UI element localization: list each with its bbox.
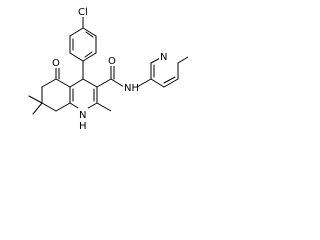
amide-nitrogen-label: NH [124, 83, 139, 94]
molecule-diagram: Cl O O NH N N H [28, 4, 189, 132]
amide-bonds [96, 65, 152, 88]
chlorine-label: Cl [78, 7, 88, 18]
cyclohexenone-ring [41, 78, 71, 112]
pyridine-methyl-bond [177, 56, 189, 64]
ring-nitrogen-label: N [79, 110, 86, 121]
amide-oxygen-label: O [108, 56, 116, 67]
pyridine-nitrogen-label: N [160, 52, 167, 63]
methylpyridine-ring [150, 55, 179, 88]
dihydropyridine-ring [69, 78, 98, 112]
gem-dimethyl-bonds [28, 95, 43, 115]
ketone-bond [55, 67, 60, 80]
c2-methyl-bond [96, 102, 112, 112]
chlorophenyl-ring [69, 27, 97, 62]
ketone-oxygen-label: O [52, 58, 60, 69]
ring-nitrogen-hydrogen-label: H [79, 121, 87, 132]
